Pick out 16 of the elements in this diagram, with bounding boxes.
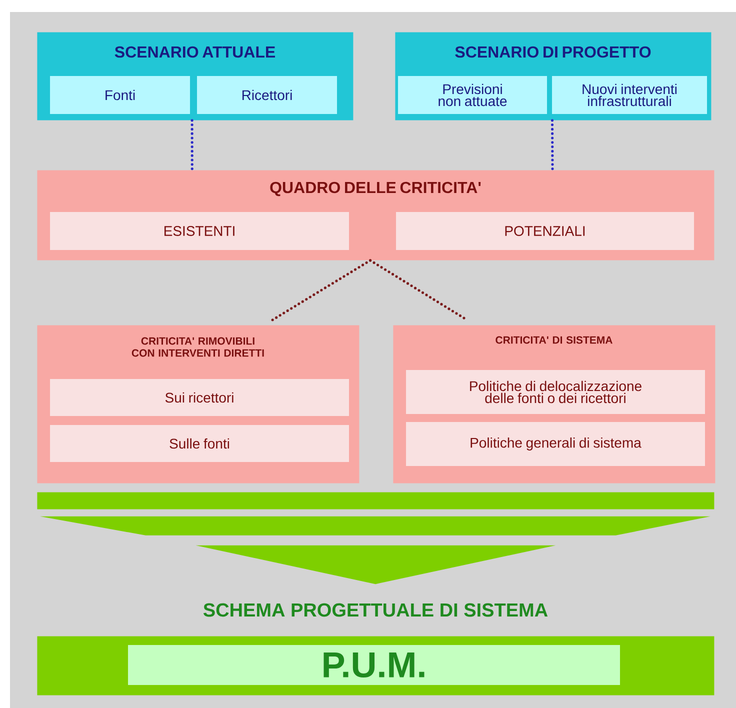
node-label: SCHEMA PROGETTUALE DI SISTEMA bbox=[203, 603, 548, 617]
sub-box: ESISTENTI bbox=[50, 212, 349, 250]
sub-box: Fonti bbox=[50, 76, 190, 114]
sub-box: Previsioni non attuate bbox=[398, 76, 547, 114]
chevron-arrow bbox=[40, 516, 710, 584]
sub-box: Politiche generali di sistema bbox=[406, 422, 705, 466]
band-bar bbox=[37, 492, 714, 510]
sub-box: Sui ricettori bbox=[50, 379, 349, 416]
sub-box: POTENZIALI bbox=[396, 212, 694, 250]
result-box: P.U.M. bbox=[128, 645, 620, 685]
sub-box: Politiche di delocalizzazione delle fonti o dei ricettori bbox=[406, 370, 705, 414]
sub-box: Sulle fonti bbox=[50, 425, 349, 462]
sub-box: Ricettori bbox=[197, 76, 337, 114]
dotted-connector bbox=[550, 119, 554, 172]
sub-box: Nuovi interventi infrastrutturali bbox=[552, 76, 707, 114]
dotted-connector bbox=[190, 119, 194, 172]
